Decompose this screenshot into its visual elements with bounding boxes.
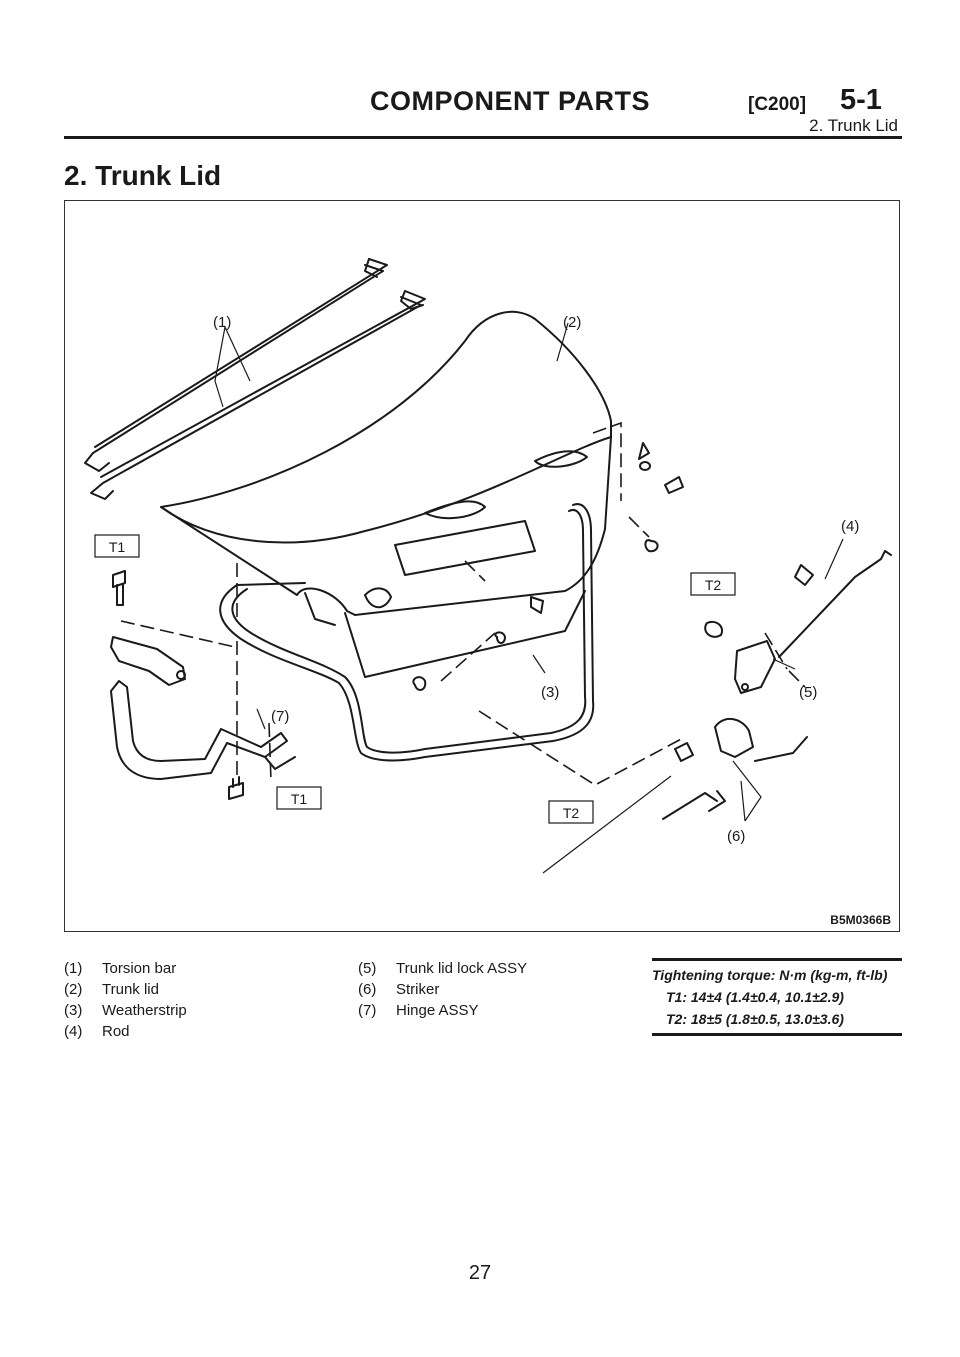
legend-item: (5) Trunk lid lock ASSY: [358, 958, 527, 979]
figure-code: B5M0366B: [830, 913, 891, 927]
legend-item: (4) Rod: [64, 1021, 187, 1042]
legend-name: Striker: [396, 981, 440, 998]
legend-name: Rod: [102, 1023, 130, 1040]
header-code: [C200]: [748, 94, 807, 115]
legend-column-1: (1) Torsion bar (2) Trunk lid (3) Weatherst…: [64, 958, 187, 1042]
torque-spec-box: Tightening torque: N·m (kg-m, ft-lb) T1:…: [652, 958, 902, 1036]
t2-bottom-box: [548, 800, 594, 824]
header-rule: [64, 136, 902, 139]
legend-name: Trunk lid: [102, 981, 159, 998]
legend-num: (3): [64, 1002, 83, 1019]
torque-heading: Tightening torque: N·m (kg-m, ft-lb): [652, 967, 888, 983]
page-number: 27: [468, 1262, 492, 1284]
legend-name: Trunk lid lock ASSY: [396, 960, 528, 977]
trunk-lid-drawing: [160, 310, 612, 678]
torque-label-boxes: [94, 534, 736, 824]
torque-label-t2-right: T2: [705, 577, 722, 593]
legend-name: Torsion bar: [102, 960, 177, 977]
torque-label-t1-top: T1: [109, 539, 126, 555]
header-title: COMPONENT PARTS: [370, 86, 651, 116]
legend-name: Hinge ASSY: [396, 1002, 479, 1019]
torque-bottom-rule: [652, 1033, 902, 1036]
weatherstrip-drawing: [219, 503, 595, 762]
callout-3: (3): [541, 684, 559, 701]
diagram-drawing: T1 T1 T2 T2 (1) (2) (3) (4) (5) (6) (7): [84, 258, 892, 874]
callout-4: (4): [841, 518, 859, 535]
torque-top-rule: [652, 958, 902, 961]
legend-num: (5): [358, 960, 377, 977]
t1-bottom-box: [276, 786, 322, 810]
page-title: 2. Trunk Lid: [64, 160, 222, 191]
callout-2: (2): [563, 314, 581, 331]
legend-num: (1): [64, 960, 83, 977]
torque-t1: T1: 14±4 (1.4±0.4, 10.1±2.9): [666, 989, 844, 1005]
callout-6: (6): [727, 828, 745, 845]
legend-name: Weatherstrip: [102, 1002, 187, 1019]
torque-label-t1-bottom: T1: [291, 791, 308, 807]
dashed-leader-lines: [120, 421, 806, 786]
hinge-drawing: [110, 636, 296, 780]
torque-label-t2-bottom: T2: [563, 805, 580, 821]
legend-column-2: (5) Trunk lid lock ASSY (6) Striker (7) Hin…: [358, 958, 527, 1021]
legend-item: (7) Hinge ASSY: [358, 1000, 527, 1021]
rod-drawing: [778, 550, 892, 658]
legend-item: (6) Striker: [358, 979, 527, 1000]
legend-item: (2) Trunk lid: [64, 979, 187, 1000]
callout-1: (1): [213, 314, 231, 331]
callout-7: (7): [271, 708, 289, 725]
legend-num: (2): [64, 981, 83, 998]
torque-t2: T2: 18±5 (1.8±0.5, 13.0±3.6): [666, 1011, 844, 1027]
header-subtitle: 2. Trunk Lid: [809, 116, 898, 135]
exploded-diagram: T1 T1 T2 T2 (1) (2) (3) (4) (5) (6) (7) …: [64, 200, 900, 932]
legend-num: (7): [358, 1002, 377, 1019]
callout-5: (5): [799, 684, 817, 701]
legend-item: (3) Weatherstrip: [64, 1000, 187, 1021]
header-section: 5-1: [840, 84, 882, 116]
torsion-bar-drawing: [84, 258, 426, 500]
clip-drawings: [412, 442, 684, 691]
t1-top-box: [94, 534, 140, 558]
bolt-drawings: [112, 570, 723, 800]
t2-right-box: [690, 572, 736, 596]
legend-num: (6): [358, 981, 377, 998]
legend-item: (1) Torsion bar: [64, 958, 187, 979]
legend-num: (4): [64, 1023, 83, 1040]
lock-assy-drawing: [662, 640, 808, 820]
